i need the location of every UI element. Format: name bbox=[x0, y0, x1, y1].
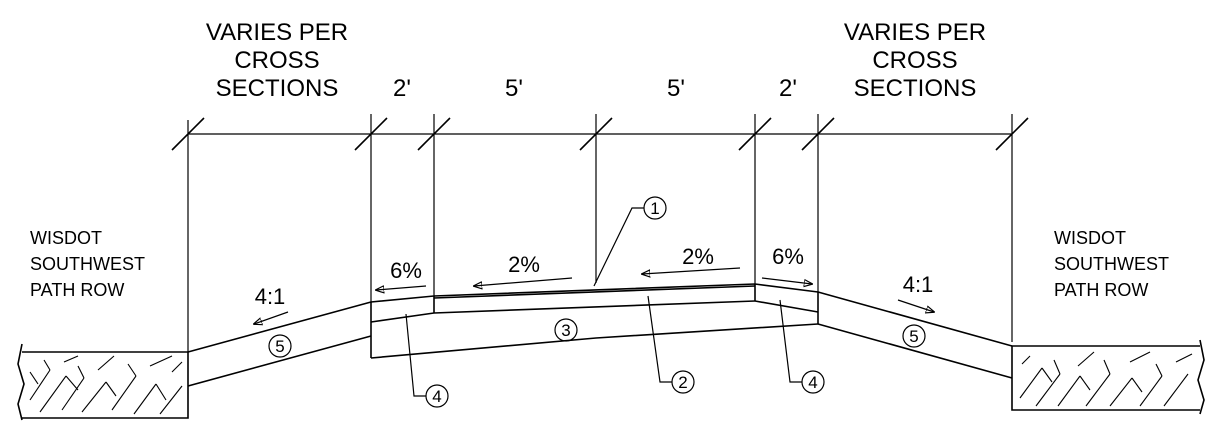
left-5ft-label: 5' bbox=[505, 75, 523, 102]
svg-text:VARIES PER: VARIES PER bbox=[206, 19, 348, 46]
svg-text:1: 1 bbox=[650, 199, 659, 218]
svg-text:SECTIONS: SECTIONS bbox=[216, 75, 339, 102]
right-side-arrow bbox=[897, 299, 934, 312]
left-2ft-label: 2' bbox=[393, 75, 411, 102]
right-row-label: WISDOT SOUTHWEST PATH ROW bbox=[1054, 228, 1169, 300]
left-varies-label: VARIES PER CROSS SECTIONS bbox=[206, 19, 348, 102]
right-side-slope bbox=[817, 291, 1013, 379]
left-shoulder-slope: 6% bbox=[390, 258, 422, 283]
right-path-slope: 2% bbox=[682, 244, 714, 269]
svg-text:4: 4 bbox=[432, 387, 441, 406]
callout-4-right: 4 bbox=[779, 299, 825, 394]
left-side-slope bbox=[187, 301, 372, 387]
svg-text:PATH ROW: PATH ROW bbox=[30, 280, 124, 300]
svg-text:2: 2 bbox=[678, 373, 687, 392]
callout-4-left: 4 bbox=[405, 313, 449, 408]
svg-text:VARIES PER: VARIES PER bbox=[844, 19, 986, 46]
svg-text:5: 5 bbox=[275, 337, 284, 356]
callout-5-left: 5 bbox=[268, 334, 292, 358]
left-row-label: WISDOT SOUTHWEST PATH ROW bbox=[30, 228, 145, 300]
path-section bbox=[370, 283, 819, 359]
left-shoulder-arrow bbox=[376, 286, 427, 290]
svg-text:WISDOT: WISDOT bbox=[30, 228, 102, 248]
right-side-slope-label: 4:1 bbox=[903, 272, 934, 297]
left-side-slope-label: 4:1 bbox=[255, 284, 286, 309]
svg-text:WISDOT: WISDOT bbox=[1054, 228, 1126, 248]
svg-text:CROSS: CROSS bbox=[234, 47, 319, 74]
left-path-arrow bbox=[474, 277, 573, 286]
svg-text:5: 5 bbox=[909, 327, 918, 346]
svg-text:3: 3 bbox=[561, 321, 570, 340]
callout-3: 3 bbox=[554, 318, 578, 342]
svg-text:CROSS: CROSS bbox=[872, 47, 957, 74]
left-ground-hatch bbox=[17, 343, 189, 421]
callout-5-right: 5 bbox=[902, 324, 926, 348]
svg-text:PATH ROW: PATH ROW bbox=[1054, 280, 1148, 300]
callout-1: 1 bbox=[593, 196, 667, 287]
right-path-arrow bbox=[642, 267, 741, 274]
right-shoulder-arrow bbox=[761, 277, 812, 284]
dimension-lines bbox=[171, 114, 1029, 352]
right-2ft-label: 2' bbox=[779, 75, 797, 102]
left-path-slope: 2% bbox=[508, 252, 540, 277]
right-varies-label: VARIES PER CROSS SECTIONS bbox=[844, 19, 986, 102]
callout-2: 2 bbox=[647, 295, 695, 394]
svg-text:SECTIONS: SECTIONS bbox=[854, 75, 977, 102]
left-side-arrow bbox=[254, 311, 289, 324]
svg-text:SOUTHWEST: SOUTHWEST bbox=[30, 254, 145, 274]
right-ground-hatch bbox=[1011, 339, 1205, 415]
svg-text:SOUTHWEST: SOUTHWEST bbox=[1054, 254, 1169, 274]
right-shoulder-slope: 6% bbox=[772, 244, 804, 269]
svg-text:4: 4 bbox=[808, 373, 817, 392]
right-5ft-label: 5' bbox=[667, 75, 685, 102]
